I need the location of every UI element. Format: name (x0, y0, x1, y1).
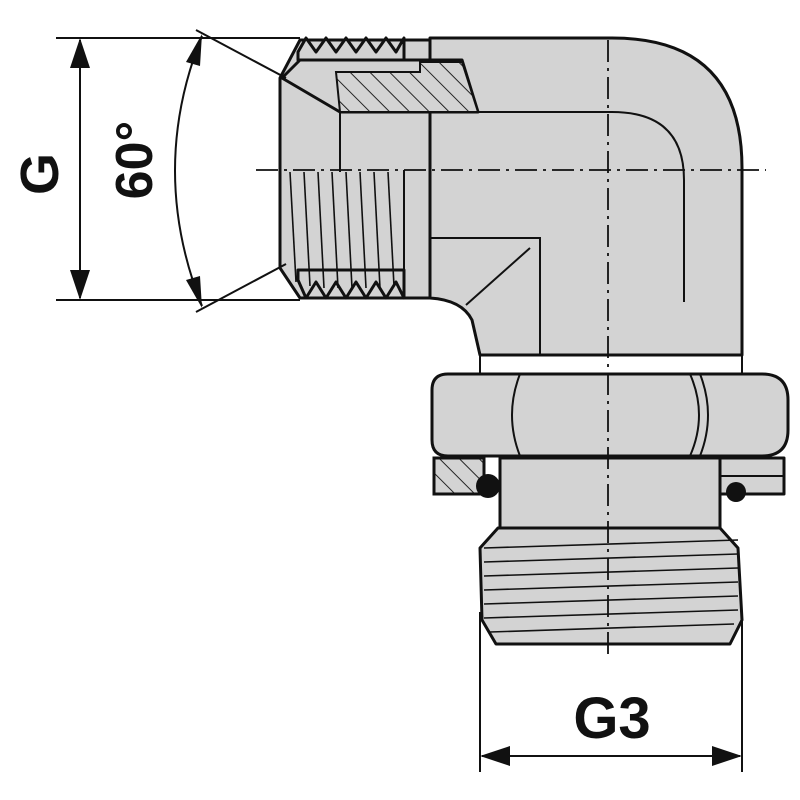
seal-ring (432, 456, 786, 530)
left-threaded-end (278, 36, 480, 300)
dimension-g-label: G (10, 153, 70, 195)
thread-lines-bottom (483, 539, 739, 633)
center-lines (256, 40, 766, 660)
dimension-g3 (479, 612, 743, 772)
hex-nut (430, 355, 790, 458)
angle-60 (174, 29, 287, 313)
dimension-g3-label: G3 (573, 686, 650, 751)
dimension-g (56, 37, 300, 301)
bottom-threaded-stud (478, 526, 744, 646)
elbow-body (428, 36, 744, 357)
angle-label: 60° (106, 121, 164, 200)
thread-lines-left (289, 171, 395, 289)
